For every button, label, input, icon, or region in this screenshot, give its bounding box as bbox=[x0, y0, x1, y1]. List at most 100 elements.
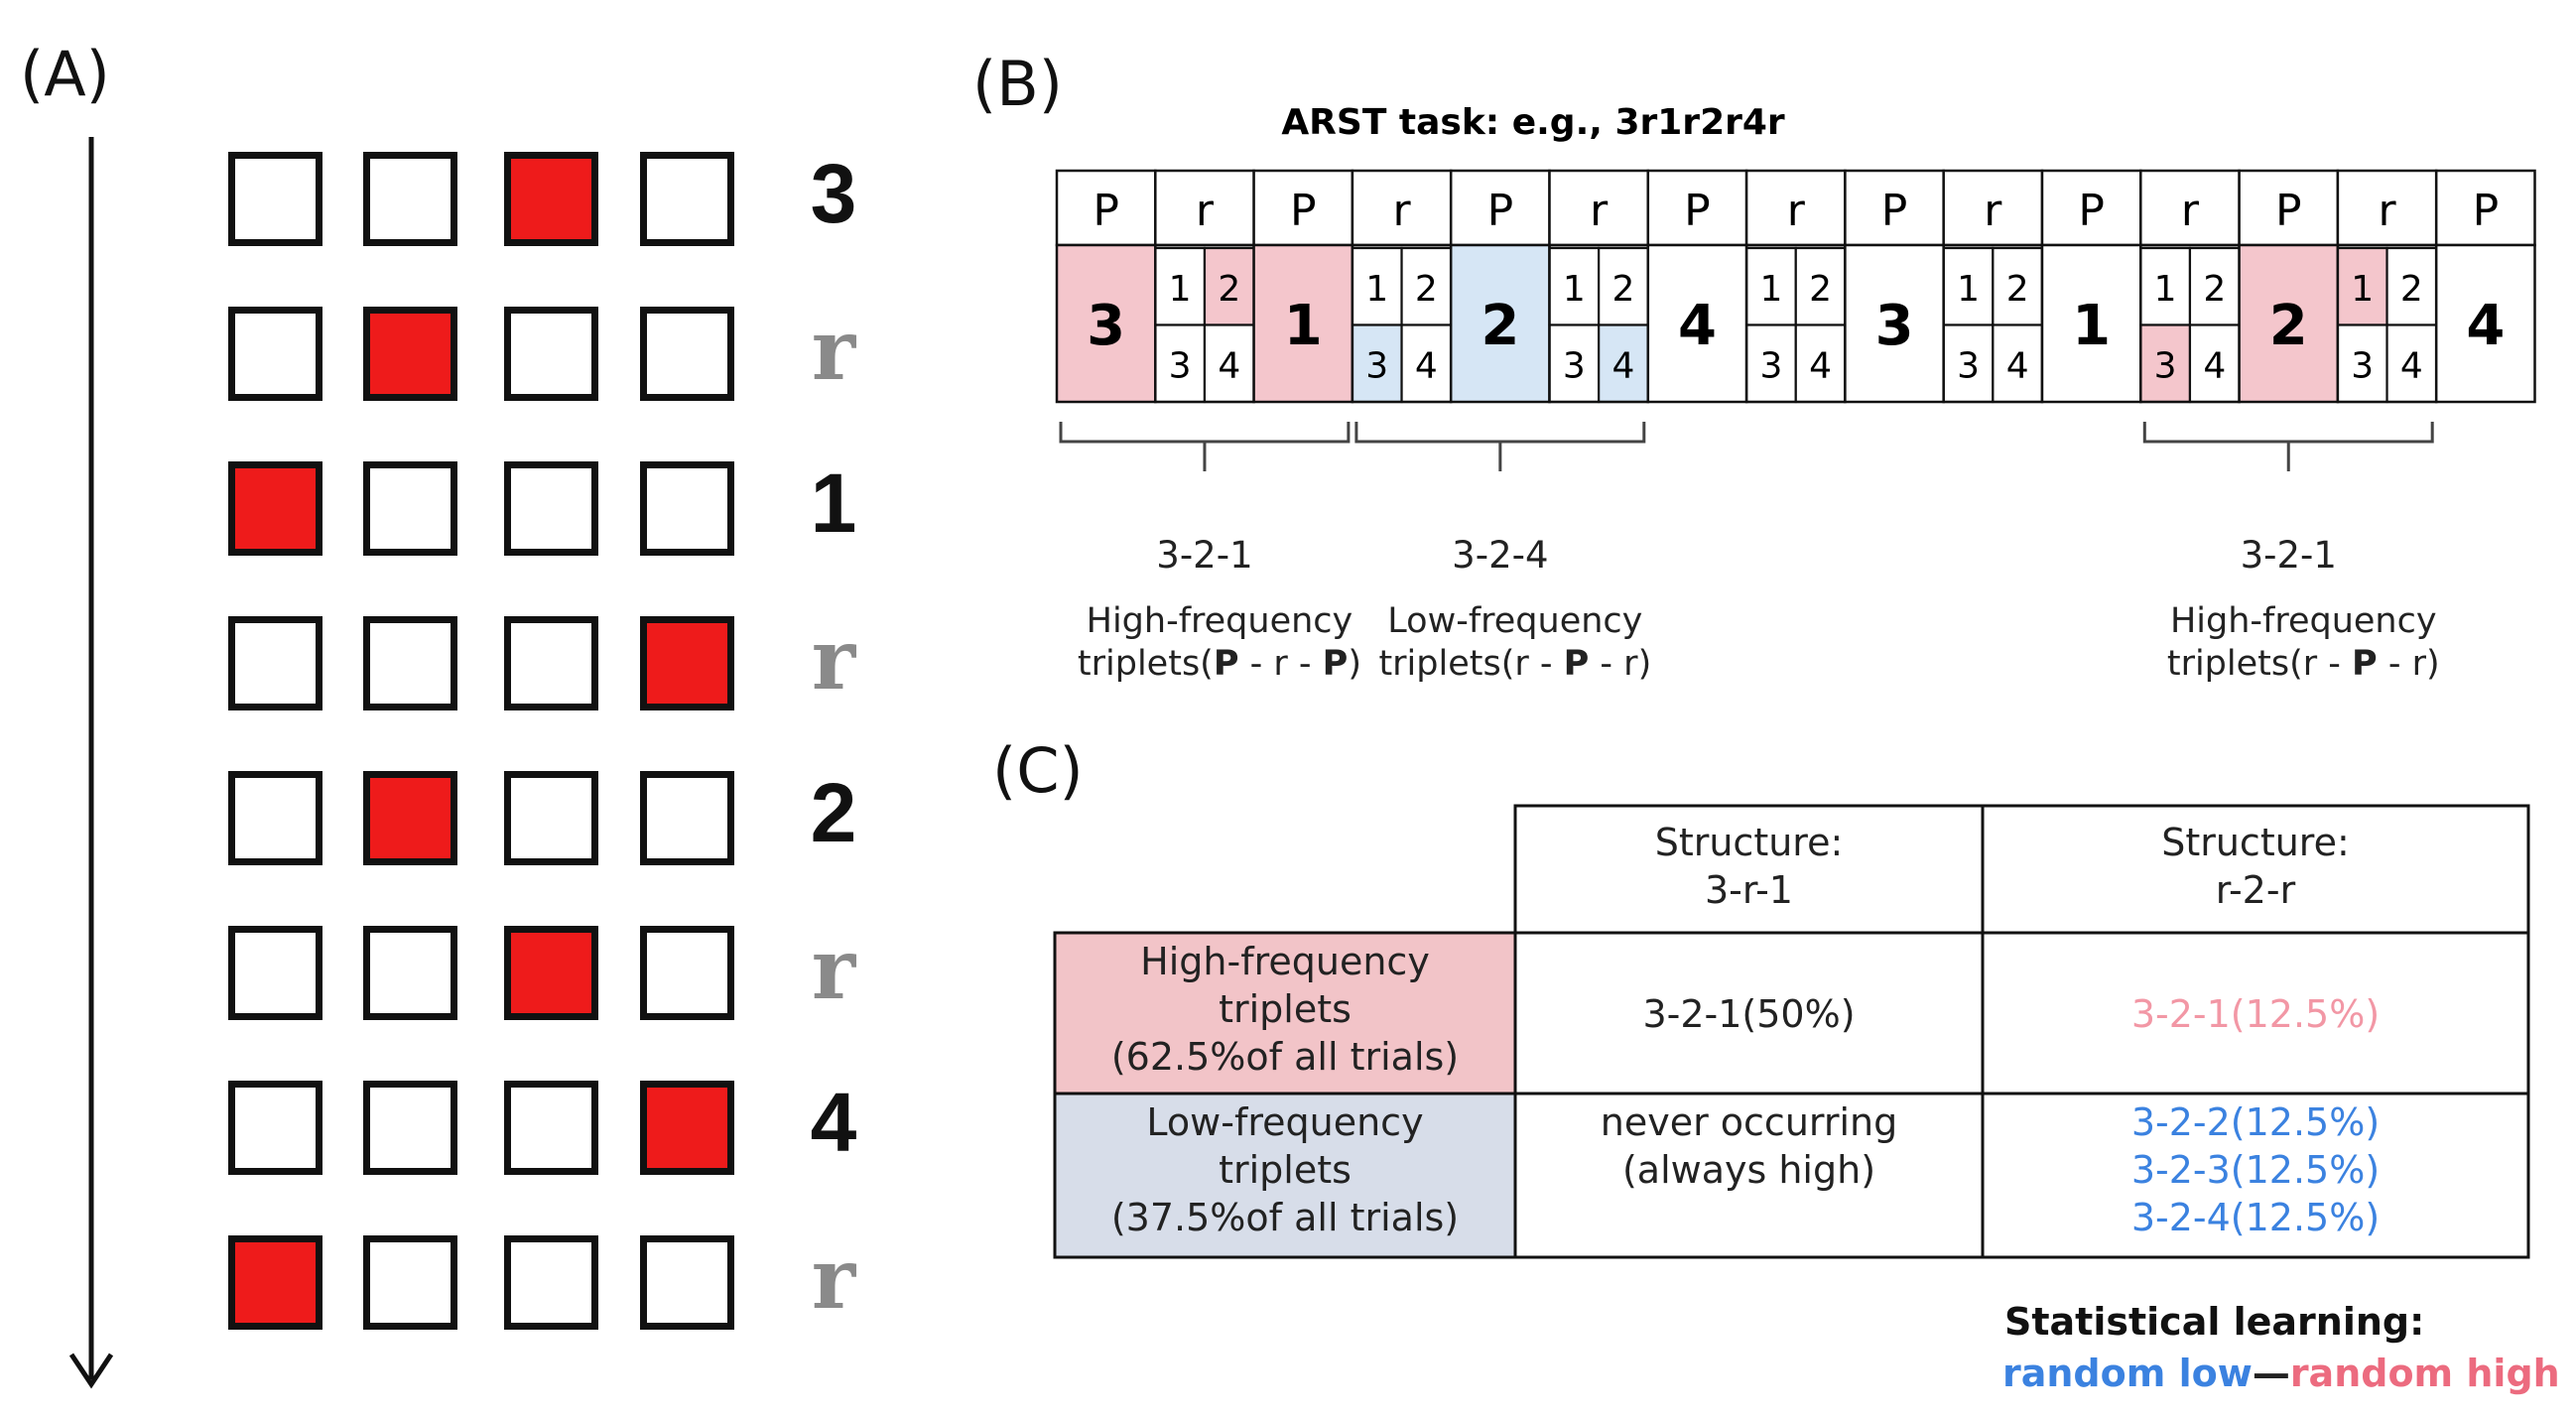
location-cell bbox=[1646, 243, 1748, 404]
column-header-cell bbox=[1981, 804, 2530, 935]
row-header-line: triplets bbox=[1219, 987, 1352, 1031]
location-number: 3 bbox=[1875, 294, 1914, 358]
sequence-label: 1 bbox=[810, 456, 857, 550]
diagram-title: ARST task: e.g., 3r1r2r4r bbox=[1281, 102, 1785, 143]
column-header-line: Structure: bbox=[2161, 821, 2350, 864]
stimulus-square bbox=[228, 461, 322, 556]
header-label: r bbox=[1787, 186, 1806, 236]
random-option-number: 1 bbox=[2351, 269, 2374, 310]
cell-text: 3-2-4(12.5%) bbox=[2131, 1196, 2380, 1239]
random-option-cell bbox=[2188, 323, 2241, 404]
table-cell bbox=[1981, 1092, 2530, 1259]
random-option-number: 1 bbox=[1169, 269, 1192, 310]
triplet-label: 3-2-4 bbox=[1452, 534, 1548, 577]
stimulus-square bbox=[640, 1081, 734, 1175]
stimulus-square bbox=[363, 771, 457, 865]
random-option-cell bbox=[2385, 246, 2438, 326]
stimulus-square bbox=[363, 926, 457, 1020]
grouping-bracket bbox=[1354, 422, 1646, 471]
stimulus-square bbox=[504, 461, 598, 556]
panel-a-label: (A) bbox=[20, 38, 110, 110]
stimulus-square bbox=[228, 926, 322, 1020]
stimulus-square bbox=[363, 1081, 457, 1175]
row-header-line: (37.5%of all trials) bbox=[1111, 1196, 1459, 1239]
triplet-structure: triplets(P - r - P) bbox=[1078, 644, 1361, 684]
random-option-cell bbox=[1154, 323, 1207, 404]
triplet-structure: triplets(r - P - r) bbox=[2167, 644, 2440, 684]
random-option-cell bbox=[1400, 246, 1453, 326]
triplet-frequency: Low-frequency bbox=[1387, 601, 1642, 641]
header-cell bbox=[1351, 169, 1453, 247]
stimulus-square bbox=[640, 461, 734, 556]
panel-c-label: (C) bbox=[992, 734, 1084, 807]
location-number: 1 bbox=[1284, 294, 1323, 358]
column-header-line: Structure: bbox=[1655, 821, 1844, 864]
cell-text: 3-2-1(12.5%) bbox=[2131, 992, 2380, 1036]
header-label: r bbox=[1590, 186, 1609, 236]
random-option-number: 2 bbox=[1415, 269, 1438, 310]
stimulus-square bbox=[228, 1081, 322, 1175]
header-cell bbox=[2434, 169, 2536, 247]
header-label: r bbox=[1196, 186, 1215, 236]
location-cell bbox=[2238, 243, 2340, 404]
random-option-number: 2 bbox=[1218, 269, 1240, 310]
stimulus-square bbox=[640, 926, 734, 1020]
random-option-number: 2 bbox=[2006, 269, 2029, 310]
header-cell bbox=[2336, 169, 2438, 247]
random-option-cell bbox=[1598, 246, 1649, 326]
stimulus-square bbox=[363, 152, 457, 246]
sequence-label: 2 bbox=[810, 766, 857, 859]
cell-text: 3-2-3(12.5%) bbox=[2131, 1148, 2380, 1192]
random-option-number: 1 bbox=[1563, 269, 1586, 310]
stimulus-square bbox=[504, 1235, 598, 1330]
header-label: r bbox=[2379, 186, 2397, 236]
row-header-line: Low-frequency bbox=[1146, 1100, 1423, 1144]
table-cell bbox=[1513, 931, 1985, 1096]
random-option-cell bbox=[2188, 246, 2241, 326]
stimulus-square bbox=[640, 152, 734, 246]
triplet-label: 3-2-1 bbox=[2241, 534, 2337, 577]
random-option-number: 1 bbox=[1957, 269, 1980, 310]
random-option-number: 3 bbox=[1169, 345, 1192, 386]
random-option-number: 4 bbox=[1612, 345, 1635, 386]
header-label: P bbox=[1881, 186, 1908, 236]
cell-text: (always high) bbox=[1622, 1148, 1875, 1192]
stimulus-square bbox=[640, 771, 734, 865]
random-option-number: 2 bbox=[1612, 269, 1635, 310]
stimulus-square bbox=[640, 616, 734, 710]
header-label: P bbox=[1684, 186, 1711, 236]
random-option-number: 2 bbox=[2203, 269, 2226, 310]
random-option-cell bbox=[1992, 246, 2044, 326]
location-cell bbox=[1844, 243, 1945, 404]
random-option-number: 2 bbox=[1809, 269, 1832, 310]
grouping-bracket bbox=[1059, 422, 1351, 471]
random-option-number: 4 bbox=[2006, 345, 2029, 386]
row-header-line: (62.5%of all trials) bbox=[1111, 1035, 1459, 1079]
sequence-label: 4 bbox=[810, 1076, 857, 1169]
header-label: P bbox=[1487, 186, 1514, 236]
header-cell bbox=[1744, 169, 1847, 247]
cell-text: 3-2-1(50%) bbox=[1642, 992, 1855, 1036]
stimulus-square bbox=[504, 771, 598, 865]
cell-text: never occurring bbox=[1601, 1100, 1898, 1144]
random-option-number: 1 bbox=[2154, 269, 2177, 310]
random-option-cell bbox=[1598, 323, 1649, 404]
random-option-cell bbox=[2385, 323, 2438, 404]
stimulus-square bbox=[504, 307, 598, 401]
stimulus-square bbox=[228, 1235, 322, 1330]
random-option-cell bbox=[1203, 246, 1255, 326]
location-number: 2 bbox=[1481, 294, 1519, 358]
header-label: r bbox=[1393, 186, 1412, 236]
random-option-number: 4 bbox=[1809, 345, 1832, 386]
triplet-frequency: High-frequency bbox=[2170, 601, 2437, 641]
stimulus-square bbox=[228, 616, 322, 710]
random-option-number: 2 bbox=[2400, 269, 2423, 310]
legend-title: Statistical learning: bbox=[2004, 1300, 2424, 1344]
stimulus-square bbox=[228, 771, 322, 865]
random-option-number: 3 bbox=[2154, 345, 2177, 386]
stimulus-square bbox=[504, 926, 598, 1020]
random-option-number: 4 bbox=[2400, 345, 2423, 386]
stimulus-square bbox=[228, 152, 322, 246]
